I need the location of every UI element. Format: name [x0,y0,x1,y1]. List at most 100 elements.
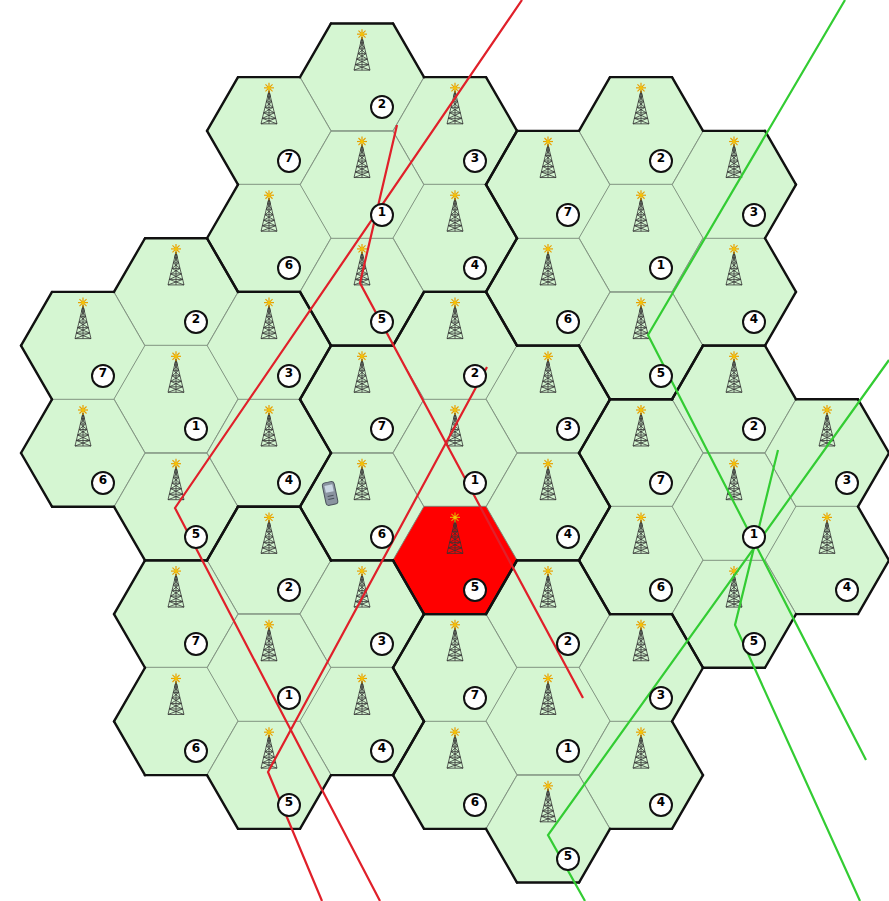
cluster-border [238,505,300,507]
cluster-border [517,130,579,132]
cluster-border [703,344,765,346]
antenna-star [171,673,181,683]
tower-icon [168,359,184,392]
antenna-star [450,512,460,522]
hex-cell: 5 [207,721,331,829]
channel-number: 4 [742,310,766,334]
tower-icon [540,789,556,822]
cluster-border [517,344,579,346]
cluster-border [300,507,331,561]
channel-number: 7 [649,471,673,495]
antenna-star [450,405,460,415]
channel-number: 3 [649,686,673,710]
antenna-star [264,620,274,630]
channel-number: 5 [556,847,580,871]
tower-icon [447,198,463,231]
tower-icon [447,520,463,553]
antenna-star [636,620,646,630]
tower-icon [354,252,370,285]
mobile-phone [322,481,339,506]
cluster-border [579,829,610,883]
cluster-border [424,613,486,615]
antenna-star [636,83,646,93]
cluster-border [393,721,424,775]
cluster-border [765,346,796,400]
green-path [548,360,889,901]
cluster-border [207,77,238,131]
cluster-border [331,559,393,561]
cluster-border [393,560,424,614]
channel-number: 3 [370,632,394,656]
cluster-border [579,346,610,400]
tower-icon [447,306,463,339]
tower-icon [447,413,463,446]
cluster-border [300,346,331,400]
cluster-border [610,398,672,400]
antenna-star [264,298,274,308]
tower-icon [261,628,277,661]
cluster-border [579,560,610,614]
green-interference-paths [548,0,889,901]
cluster-border [579,560,610,614]
antenna-star [357,459,367,469]
antenna-star [543,351,553,361]
cluster-border [517,559,579,561]
cluster-border [672,668,703,722]
cluster-border [300,453,331,507]
cluster-border [672,346,703,400]
tower-icon [447,628,463,661]
antenna-star [543,244,553,254]
channel-number: 4 [649,793,673,817]
tower-icon [726,145,742,178]
cluster-border [331,774,393,776]
hex-outline [486,775,610,883]
cluster-border [238,505,300,507]
tower-icon [261,198,277,231]
cluster-border [207,775,238,829]
channel-number: 7 [277,149,301,173]
tower-icon [633,520,649,553]
antenna-star [450,83,460,93]
antenna-star [729,244,739,254]
channel-number: 6 [556,310,580,334]
antenna-star [357,673,367,683]
cluster-border [21,399,52,453]
cluster-border [393,23,424,77]
channel-number: 1 [277,686,301,710]
cluster-border [765,131,796,185]
channel-number: 7 [463,686,487,710]
antenna-star [729,137,739,147]
antenna-star [171,566,181,576]
tower-icon [819,413,835,446]
tower-icon [447,91,463,124]
antenna-star [171,459,181,469]
cluster-border [114,614,145,668]
cluster-border [486,77,517,131]
cluster-border [393,614,424,668]
cluster-border [672,614,703,668]
tower-icons [75,29,835,822]
channel-number: 2 [556,632,580,656]
cluster-border [300,399,331,453]
channel-number: 4 [277,471,301,495]
cluster-border [114,668,145,722]
cluster-border [517,559,579,561]
tower-icon [354,574,370,607]
cluster-border [424,291,486,293]
cluster-border [52,291,114,293]
cluster-border [393,292,424,346]
antenna-star [636,512,646,522]
tower-icon [261,306,277,339]
antenna-star [264,190,274,200]
channel-number: 7 [184,632,208,656]
tower-icon [354,359,370,392]
cluster-border [579,453,610,507]
channel-number: 3 [463,149,487,173]
tower-icon [75,306,91,339]
cluster-border [393,775,424,829]
channel-number: 1 [370,203,394,227]
cluster-border [145,774,207,776]
cluster-border [114,238,145,292]
cluster-border [207,238,238,292]
antenna-star [543,566,553,576]
